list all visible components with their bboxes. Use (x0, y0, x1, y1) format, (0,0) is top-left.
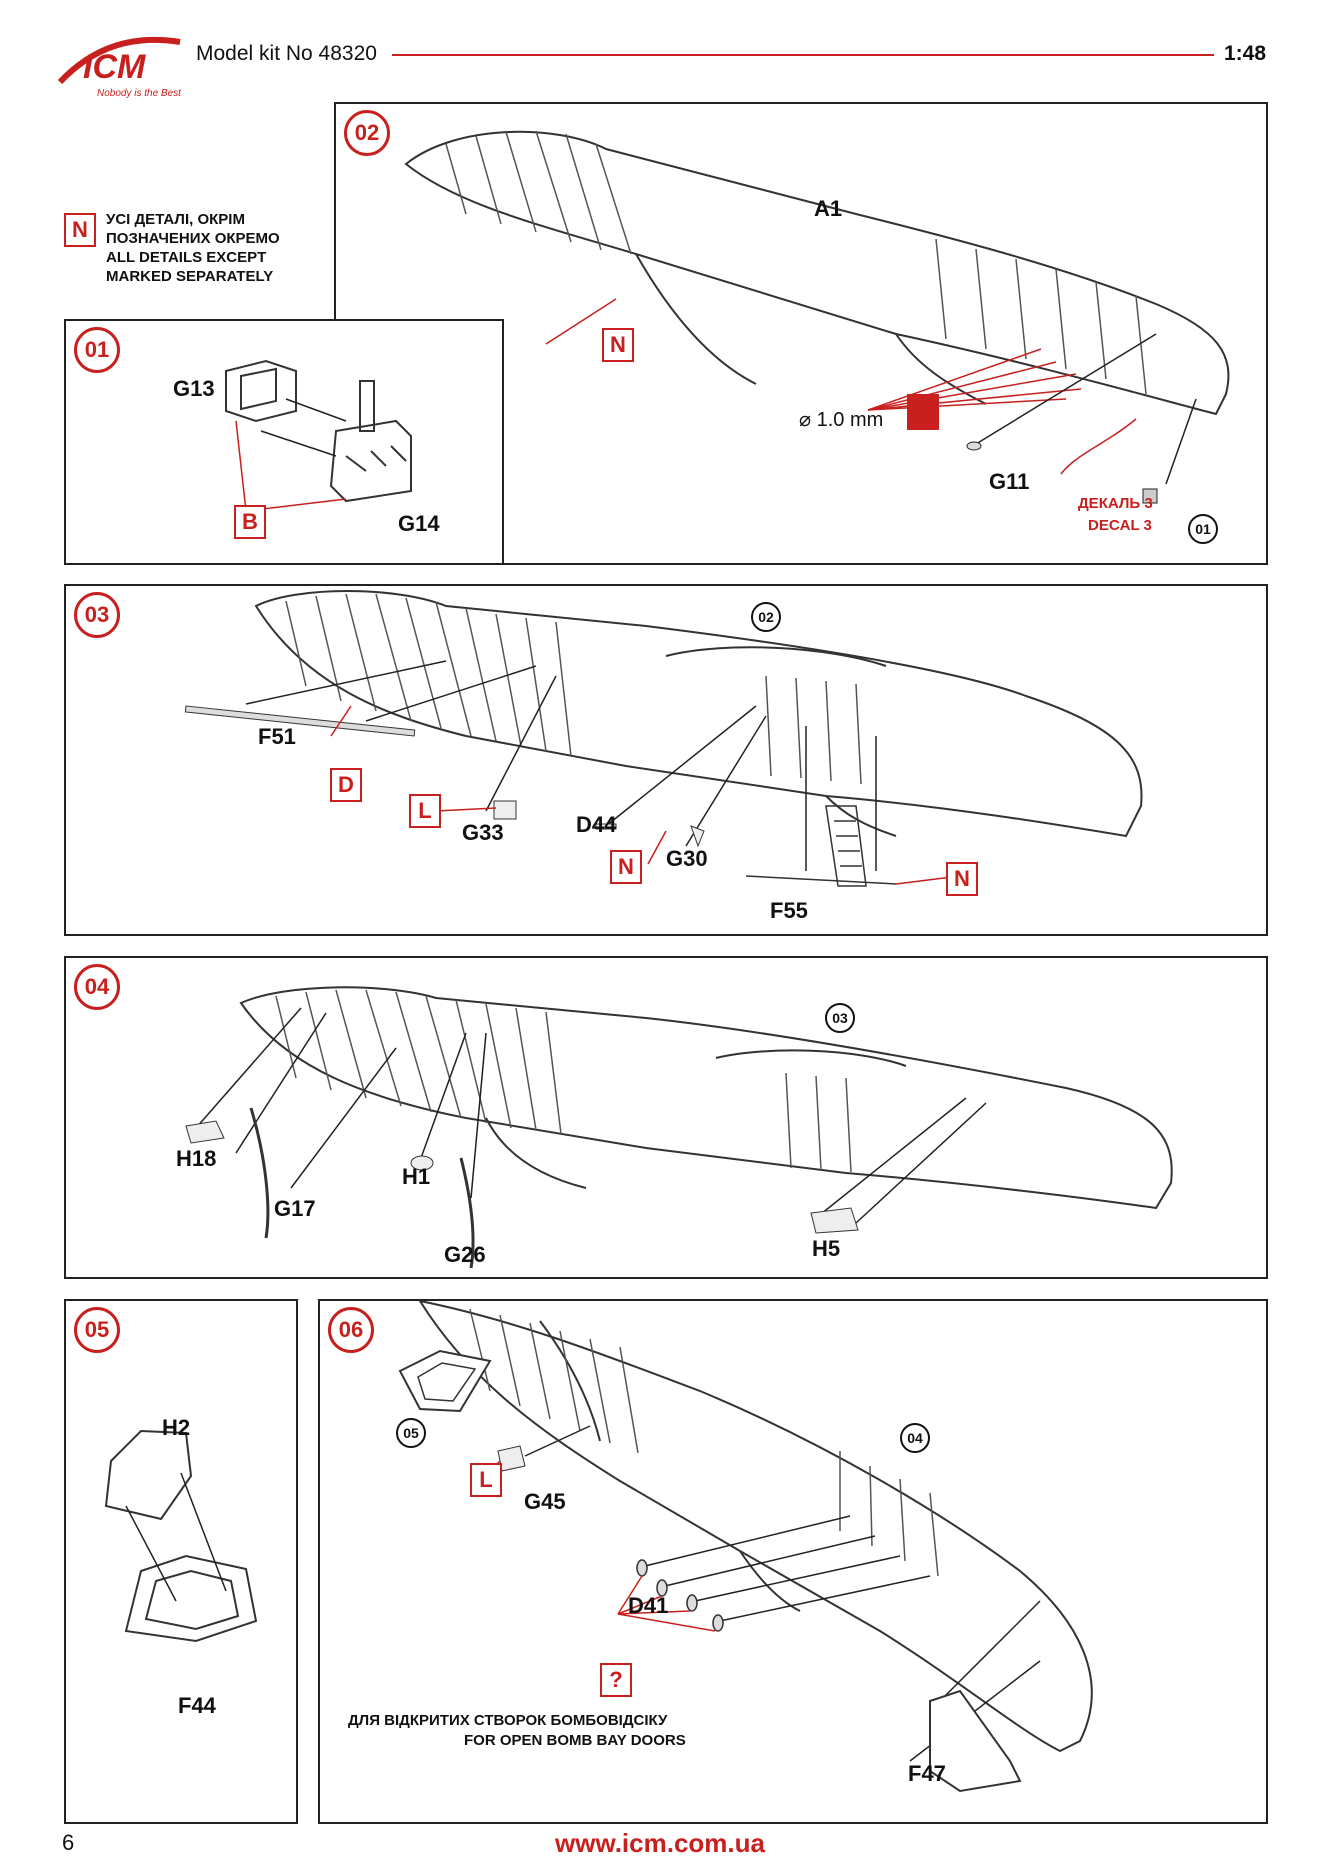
icm-logo: ICM Nobody is the Best (55, 30, 185, 100)
part-g45-label: G45 (524, 1489, 566, 1514)
step-06-tag-l: L (470, 1463, 502, 1497)
header-rule (392, 54, 1214, 56)
part-a1-label: A1 (814, 196, 843, 221)
step-05-panel: 05 H2 F44 (64, 1299, 298, 1824)
step-05-number: 05 (74, 1307, 120, 1353)
step-03-tag-n1: N (610, 850, 642, 884)
decal-label-ua: ДЕКАЛЬ 3 (1078, 495, 1153, 512)
general-note-text: УСІ ДЕТАЛІ, ОКРІМ ПОЗНАЧЕНИХ ОКРЕМО ALL … (106, 210, 280, 286)
part-d41-label: D41 (628, 1593, 669, 1618)
step-06-tag-question: ? (600, 1663, 632, 1697)
scale-label: 1:48 (1224, 42, 1267, 65)
fuselage-step-06-drawing (398, 1299, 1093, 1793)
step-01-tag-b: B (234, 505, 266, 539)
part-d44-label: D44 (576, 812, 617, 837)
step-02-tag-n: N (602, 328, 634, 362)
part-f51-label: F51 (258, 724, 296, 749)
step-03-tag-l: L (409, 794, 441, 828)
note-line-3: ALL DETAILS EXCEPT (106, 249, 267, 266)
logo-slogan: Nobody is the Best (97, 88, 181, 99)
part-g30-label: G30 (666, 846, 708, 871)
logo-wave-icon (57, 36, 181, 85)
part-f55-label: F55 (770, 898, 808, 923)
part-f44-label: F44 (178, 1693, 216, 1718)
part-g33-label: G33 (462, 820, 504, 845)
step-04-ref-03: 03 (825, 1003, 855, 1033)
part-h2-label: H2 (162, 1415, 191, 1440)
page-number: 6 (62, 1830, 75, 1855)
step-02-number: 02 (344, 110, 390, 156)
note-line-1: УСІ ДЕТАЛІ, ОКРІМ (106, 211, 245, 228)
step-03-ref-02: 02 (751, 602, 781, 632)
step-03-number: 03 (74, 592, 120, 638)
step-05-parts-drawing (104, 1429, 258, 1643)
step-02-ref-01: 01 (1188, 514, 1218, 544)
drill-size-label: ⌀ 1.0 mm (799, 409, 884, 431)
part-g11-label: G11 (989, 469, 1030, 494)
step-06-panel: 06 05 04 (318, 1299, 1268, 1824)
fuselage-half-drawing (404, 130, 1230, 504)
fuselage-step-04-drawing (185, 986, 1173, 1269)
decal-label-en: DECAL 3 (1088, 517, 1152, 534)
note-line-2: ПОЗНАЧЕНИХ ОКРЕМО (106, 230, 280, 247)
bomb-bay-note-ua: ДЛЯ ВІДКРИТИХ СТВОРОК БОМБОВІДСІКУ (348, 1712, 668, 1729)
part-h1-label: H1 (402, 1164, 431, 1189)
bomb-bay-note-en: FOR OPEN BOMB BAY DOORS (464, 1732, 686, 1749)
step-06-ref-05: 05 (396, 1418, 426, 1448)
part-h18-label: H18 (176, 1146, 217, 1171)
logo-text: ICM (83, 48, 146, 86)
part-f47-label: F47 (908, 1761, 946, 1786)
step-03-tag-d: D (330, 768, 362, 802)
drill-icon (907, 394, 939, 430)
step-01-panel: 01 G13 G14 B (64, 319, 504, 565)
step-03-panel: 03 02 (64, 584, 1268, 936)
kit-title: Model kit No 48320 (196, 42, 377, 65)
part-g13-label: G13 (173, 376, 215, 401)
part-g26-label: G26 (444, 1242, 486, 1267)
step-01-number: 01 (74, 327, 120, 373)
part-h5-label: H5 (812, 1236, 841, 1261)
general-note-symbol: N (64, 213, 96, 247)
website-link[interactable]: www.icm.com.ua (555, 1828, 765, 1858)
step-06-number: 06 (328, 1307, 374, 1353)
part-g17-label: G17 (274, 1196, 316, 1221)
fuselage-step-03-drawing (184, 590, 1143, 887)
step-04-panel: 04 03 H18 G17 (64, 956, 1268, 1279)
part-g14-label: G14 (398, 511, 440, 536)
step-04-number: 04 (74, 964, 120, 1010)
step-01-parts-drawing (225, 359, 412, 512)
step-03-tag-n2: N (946, 862, 978, 896)
note-line-4: MARKED SEPARATELY (106, 268, 274, 285)
step-06-ref-04: 04 (900, 1423, 930, 1453)
